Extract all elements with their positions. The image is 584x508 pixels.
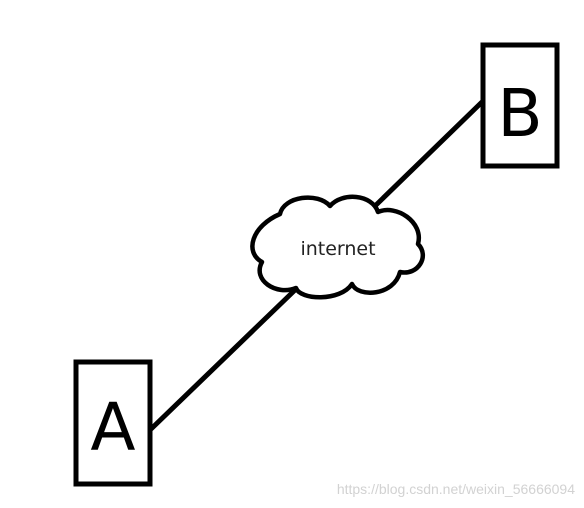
node-b-box <box>480 42 560 169</box>
watermark-text: https://blog.csdn.net/weixin_56666094 <box>337 481 575 497</box>
cloud-shape <box>250 194 426 300</box>
cloud-label: internet <box>300 238 375 260</box>
node-a-box <box>73 359 153 487</box>
edge-internet-to-b <box>372 99 485 209</box>
internet-cloud: internet <box>250 194 426 300</box>
node-b: B <box>480 42 560 169</box>
node-a: A <box>73 359 153 487</box>
edge-a-to-internet <box>147 287 298 433</box>
node-b-label: B <box>497 75 542 152</box>
node-a-label: A <box>90 389 135 466</box>
